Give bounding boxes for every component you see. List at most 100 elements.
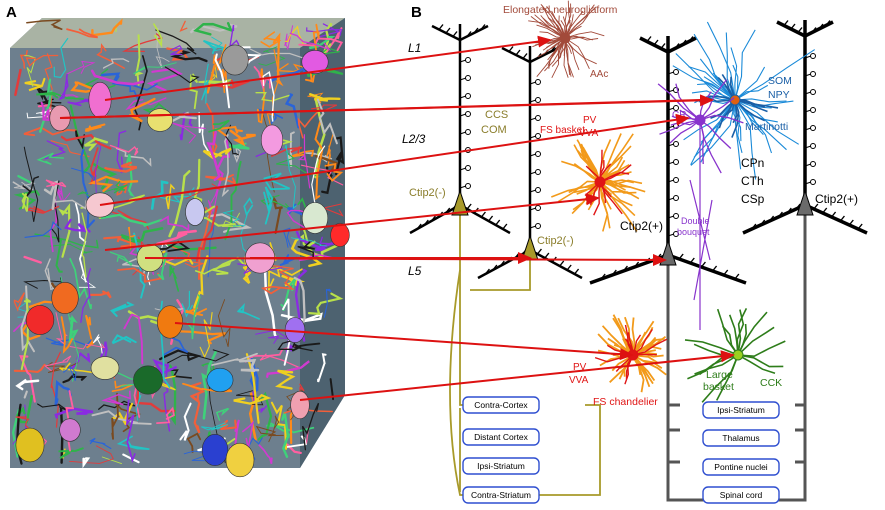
label-som: SOM	[768, 75, 792, 87]
dendritic-spine	[439, 25, 443, 30]
spine-head	[674, 142, 679, 147]
cr-double-bouquet-cell	[658, 80, 743, 330]
label-double: Double	[681, 216, 710, 226]
dendritic-spine	[446, 28, 450, 33]
soma	[133, 366, 162, 394]
soma	[147, 109, 172, 132]
pyramidal-soma	[660, 241, 676, 265]
dendritic-spine	[467, 204, 471, 209]
label-ctip2-pos-1: Ctip2(+)	[620, 219, 663, 233]
soma	[291, 391, 310, 419]
left-target-label: Ipsi-Striatum	[477, 461, 525, 471]
right-target-label: Pontine nuclei	[714, 462, 768, 472]
spine-head	[674, 178, 679, 183]
soma	[222, 45, 249, 75]
right-target-box: Ipsi-Striatum	[703, 402, 779, 418]
spine-head	[466, 76, 471, 81]
pyramidal-soma	[797, 191, 813, 215]
label-cth: CTh	[741, 174, 764, 188]
spine-head	[536, 116, 541, 121]
right-target-box: Thalamus	[703, 430, 779, 446]
spine-head	[811, 180, 816, 185]
spine-head	[811, 144, 816, 149]
panel-b-letter: B	[411, 4, 422, 21]
left-target-box: Contra-Cortex	[463, 397, 539, 413]
soma	[261, 125, 283, 155]
soma	[202, 434, 228, 465]
neurite	[673, 66, 735, 100]
soma	[16, 428, 44, 462]
dendritic-spine	[489, 216, 493, 221]
dendritic-spine	[560, 261, 564, 266]
pyramidal-neurons	[410, 20, 867, 283]
label-csp: CSp	[741, 192, 765, 206]
spine-head	[466, 130, 471, 135]
spine-head	[536, 98, 541, 103]
layer-label-l1: L1	[408, 41, 421, 55]
ctip2-positive-l5-neuron	[590, 36, 746, 283]
label-ctip2-pos-2: Ctip2(+)	[815, 192, 858, 206]
label-fs-chandelier: FS chandelier	[593, 396, 658, 408]
spine-head	[811, 72, 816, 77]
dendritic-spine	[575, 269, 579, 274]
spine-head	[811, 162, 816, 167]
pyramidal-soma	[522, 236, 538, 260]
dendritic-spine	[509, 47, 513, 52]
label-ccs: CCS	[485, 109, 508, 121]
label-npy: NPY	[768, 89, 790, 101]
right-target-label: Ipsi-Striatum	[717, 405, 765, 415]
left-target-box: Distant Cortex	[463, 429, 539, 445]
label-cck: CCK	[760, 377, 782, 389]
label-aac: AAc	[590, 69, 608, 80]
soma	[186, 199, 205, 226]
spine-head	[536, 170, 541, 175]
spine-head	[674, 196, 679, 201]
neurite	[574, 145, 600, 182]
label-ctip2-neg-2: Ctip2(-)	[537, 235, 574, 247]
column-top-face	[10, 18, 345, 48]
spine-head	[536, 152, 541, 157]
spine-head	[466, 184, 471, 189]
dendritic-spine	[496, 220, 500, 225]
left-target-box: Ipsi-Striatum	[463, 458, 539, 474]
spine-head	[466, 58, 471, 63]
spine-head	[466, 94, 471, 99]
interneuron-soma	[595, 177, 605, 187]
label-martinotti: Martinotti	[745, 121, 788, 133]
spine-head	[536, 206, 541, 211]
dendritic-spine	[523, 54, 527, 59]
cortical-column-reconstruction	[10, 18, 349, 477]
label-ctip2-neg-1: Ctip2(-)	[409, 187, 446, 199]
left-target-label: Contra-Cortex	[474, 400, 528, 410]
label-vva-2: VVA	[569, 375, 589, 386]
dendritic-spine	[537, 249, 541, 254]
dendritic-spine	[545, 253, 549, 258]
spine-head	[811, 90, 816, 95]
label-neurogliaform: Elongated neurogliaform	[503, 4, 618, 16]
neurite	[735, 30, 755, 100]
dendritic-spine	[481, 212, 485, 217]
neurite	[565, 38, 597, 64]
left-target-box: Contra-Striatum	[463, 487, 539, 503]
soma	[52, 282, 79, 313]
neurite	[738, 355, 783, 367]
right-target-label: Thalamus	[722, 433, 759, 443]
spine-head	[811, 108, 816, 113]
soma	[91, 357, 119, 380]
spine-head	[674, 214, 679, 219]
dendritic-spine	[453, 32, 457, 37]
soma	[60, 419, 81, 442]
soma	[226, 443, 254, 477]
label-cpn: CPn	[741, 156, 764, 170]
left-target-label: Contra-Striatum	[471, 490, 531, 500]
label-pv-1: PV	[583, 115, 597, 126]
spine-head	[536, 188, 541, 193]
interneuron-soma	[733, 350, 743, 360]
soma	[26, 305, 54, 334]
left-target-label: Distant Cortex	[474, 432, 529, 442]
neurite	[685, 340, 738, 355]
fs-basket-cell	[551, 134, 645, 232]
spine-head	[811, 126, 816, 131]
dendritic-spine	[567, 265, 571, 270]
label-large: Large	[706, 369, 733, 381]
